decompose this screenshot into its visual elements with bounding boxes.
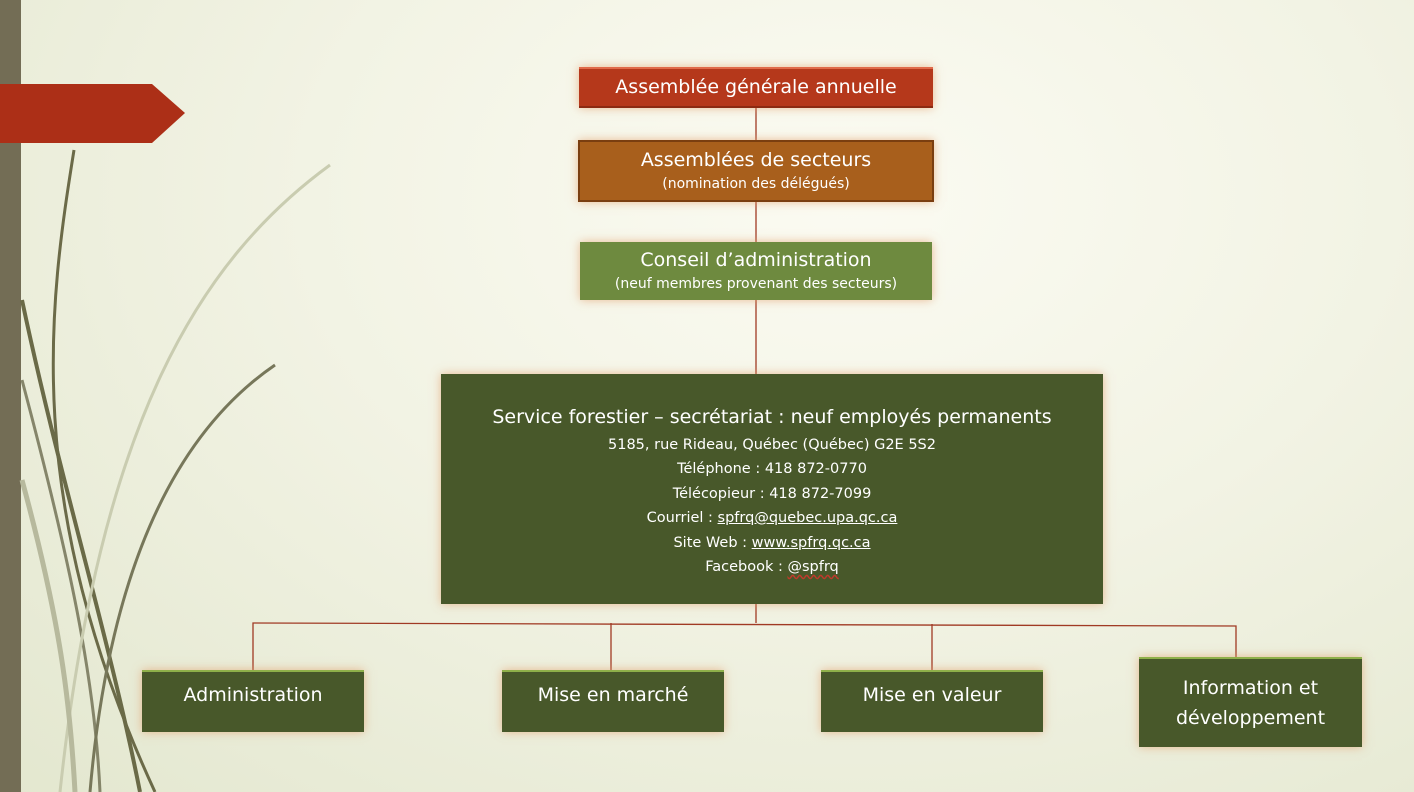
grass-curve-6 [19,479,78,792]
sector-assemblies-box: Assemblées de secteurs (nomination des d… [578,140,934,202]
email-label: Courriel : [646,510,718,526]
department-information-box: Information et développement [1139,657,1362,747]
web-link[interactable]: www.spfrq.qc.ca [751,534,871,551]
web-label: Site Web : [673,534,752,551]
secretariat-email-row: Courriel : spfrq@quebec.upa.qc.ca [647,506,898,531]
department-label: Administration [183,684,323,706]
red-arrow-tab [0,84,185,143]
grass-curve-2 [20,299,142,792]
grass-curve-4 [88,363,276,792]
department-label: Mise en marché [537,684,689,706]
facebook-handle: @spfrq [787,559,839,575]
department-label: Information et développement [1175,677,1326,729]
facebook-label: Facebook : [705,559,788,575]
secretariat-facebook-row: Facebook : @spfrq [705,555,839,580]
secretariat-web-row: Site Web : www.spfrq.qc.ca [673,531,870,556]
board-of-directors-subtitle: (neuf membres provenant des secteurs) [614,275,898,292]
grass-curve-3 [20,379,102,792]
board-of-directors-box: Conseil d’administration (neuf membres p… [580,242,932,300]
grass-curve-5 [58,163,331,792]
secretariat-phone: Téléphone : 418 872-0770 [677,461,867,477]
secretariat-box: Service forestier – secrétariat : neuf e… [441,374,1103,604]
sector-assemblies-title: Assemblées de secteurs [640,148,872,171]
left-side-bar [0,0,21,792]
email-link[interactable]: spfrq@quebec.upa.qc.ca [717,510,898,526]
board-of-directors-title: Conseil d’administration [640,248,872,271]
department-label: Mise en valeur [862,684,1002,706]
connector-lines [252,108,1237,670]
secretariat-address: 5185, rue Rideau, Québec (Québec) G2E 5S… [608,436,936,453]
department-development-box: Mise en valeur [821,670,1043,732]
department-administration-box: Administration [142,670,364,732]
general-assembly-box: Assemblée générale annuelle [579,67,933,108]
sector-assemblies-subtitle: (nomination des délégués) [662,175,850,192]
general-assembly-title: Assemblée générale annuelle [615,76,897,98]
secretariat-title: Service forestier – secrétariat : neuf e… [492,405,1052,428]
secretariat-fax: Télécopieur : 418 872-7099 [672,485,872,502]
department-marketing-box: Mise en marché [502,670,724,732]
